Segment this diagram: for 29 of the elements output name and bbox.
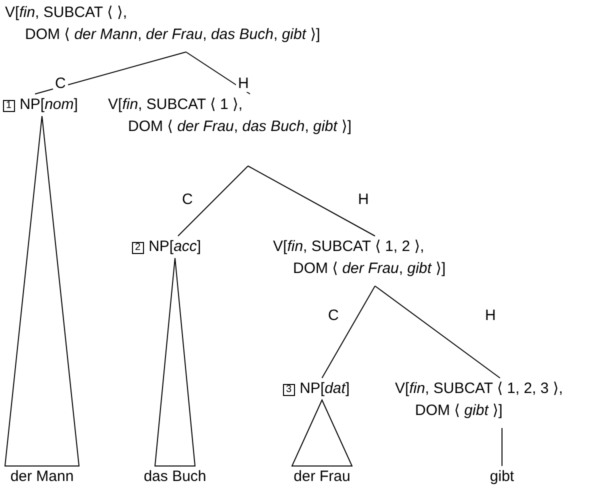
edge-label: H bbox=[236, 76, 251, 92]
triangle bbox=[154, 258, 196, 466]
branch-line bbox=[374, 286, 500, 378]
feature-structure-line: V[fin, SUBCAT ⟨ 1, 2, 3 ⟩, bbox=[395, 379, 564, 399]
category-label: NP[nom] bbox=[20, 96, 78, 113]
feature-structure-line: V[fin, SUBCAT ⟨ ⟩, bbox=[5, 3, 128, 23]
branch-line bbox=[186, 52, 250, 94]
word-label: der Mann bbox=[2, 466, 82, 488]
edge-label: C bbox=[53, 76, 68, 92]
word-label: gibt bbox=[472, 466, 532, 488]
feature-structure-line: DOM ⟨ gibt ⟩] bbox=[414, 401, 504, 421]
category-label: NP[acc] bbox=[148, 238, 202, 255]
word-label: der Frau bbox=[282, 466, 362, 488]
branch-line bbox=[322, 286, 376, 378]
triangle bbox=[291, 398, 353, 466]
word-label: das Buch bbox=[135, 466, 215, 488]
triangle bbox=[4, 116, 80, 466]
index-tag: 1 bbox=[3, 100, 15, 112]
feature-structure-line: DOM ⟨ der Frau, das Buch, gibt ⟩] bbox=[127, 117, 352, 137]
branch-line bbox=[178, 166, 248, 236]
index-tag: 2 bbox=[132, 242, 144, 254]
feature-structure-line: DOM ⟨ der Frau, gibt ⟩] bbox=[292, 259, 447, 279]
branch-line bbox=[34, 52, 186, 94]
feature-structure-line: DOM ⟨ der Mann, der Frau, das Buch, gibt ⟩] bbox=[24, 25, 322, 45]
branch-line bbox=[248, 166, 376, 236]
index-tag: 3 bbox=[283, 384, 295, 396]
category-label: NP[dat] bbox=[300, 380, 350, 397]
feature-structure-line: V[fin, SUBCAT ⟨ 1 ⟩, bbox=[108, 95, 244, 115]
feature-structure-line: V[fin, SUBCAT ⟨ 1, 2 ⟩, bbox=[273, 237, 426, 257]
